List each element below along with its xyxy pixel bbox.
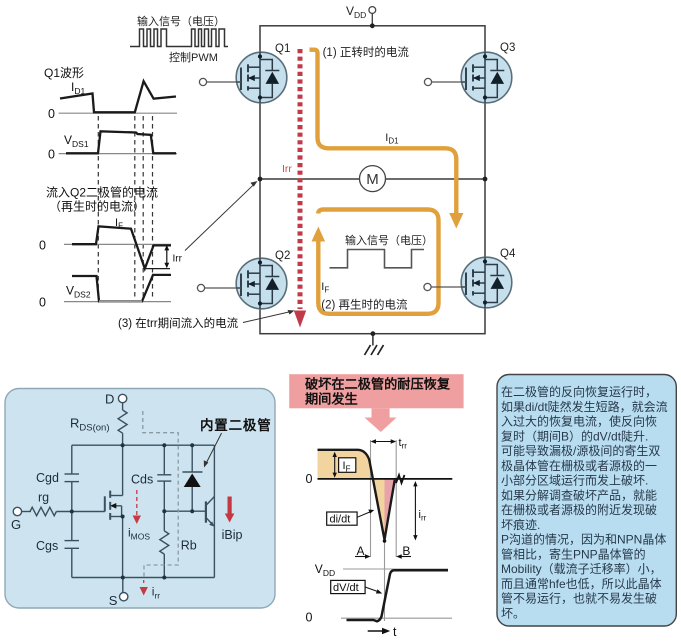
svg-text:Mobility（载流子迁移率）小，: Mobility（载流子迁移率）小，: [501, 561, 662, 576]
svg-text:P沟道的情况，因为和NPN晶体: P沟道的情况，因为和NPN晶体: [501, 532, 666, 547]
svg-text:A: A: [357, 544, 365, 558]
svg-text:期间发生: 期间发生: [305, 391, 358, 407]
svg-text:控制PWM: 控制PWM: [169, 50, 218, 64]
svg-text:VDD: VDD: [315, 562, 335, 578]
svg-text:Cgd: Cgd: [36, 471, 59, 485]
svg-text:破坏在二极管的耐压恢复: 破坏在二极管的耐压恢复: [305, 376, 451, 392]
svg-text:0: 0: [48, 148, 55, 162]
svg-text:IF: IF: [343, 460, 351, 474]
svg-text:(3) 在trr期间流入的电流: (3) 在trr期间流入的电流: [118, 316, 239, 330]
svg-text:irr: irr: [152, 585, 161, 601]
svg-text:VDS1: VDS1: [64, 133, 89, 149]
svg-text:小部分区域运行而发上破坏.: 小部分区域运行而发上破坏.: [501, 473, 648, 488]
svg-text:管不易运行，也就不易发生破: 管不易运行，也就不易发生破: [501, 591, 657, 606]
svg-text:Q4: Q4: [500, 248, 516, 260]
svg-text:Q2: Q2: [275, 250, 290, 262]
svg-text:（再生时的电流）: （再生时的电流）: [49, 199, 145, 214]
svg-text:Cds: Cds: [131, 473, 153, 487]
svg-text:0: 0: [306, 472, 313, 486]
svg-text:可能导致漏极/源极间的寄生双: 可能导致漏极/源极间的寄生双: [501, 443, 660, 458]
svg-text:ID1: ID1: [71, 80, 85, 96]
svg-text:如果di/dt陡然发生短路，就会流: 如果di/dt陡然发生短路，就会流: [501, 399, 668, 414]
svg-text:输入信号（电压）: 输入信号（电压）: [345, 233, 433, 247]
svg-text:极晶体管在栅极或者源极的一: 极晶体管在栅极或者源极的一: [501, 458, 657, 473]
svg-text:Cgs: Cgs: [36, 539, 58, 553]
svg-text:D: D: [105, 392, 114, 407]
svg-text:内置二极管: 内置二极管: [200, 417, 272, 433]
svg-text:VDD: VDD: [346, 4, 366, 20]
svg-text:0: 0: [39, 239, 46, 253]
svg-text:流入Q2二极管的电流: 流入Q2二极管的电流: [46, 185, 158, 200]
svg-text:dV/dt: dV/dt: [333, 582, 359, 594]
svg-text:t: t: [393, 625, 397, 639]
svg-text:Irr: Irr: [282, 163, 292, 175]
svg-text:在栅极或者源极的附近发现破: 在栅极或者源极的附近发现破: [501, 502, 657, 517]
svg-text:如果分解调查破坏产品，就能: 如果分解调查破坏产品，就能: [501, 487, 657, 502]
svg-text:(2) 再生时的电流: (2) 再生时的电流: [321, 298, 408, 312]
svg-text:复时（期间B）的dV/dt陡升.: 复时（期间B）的dV/dt陡升.: [501, 428, 648, 443]
svg-text:G: G: [11, 517, 21, 532]
svg-text:0: 0: [306, 611, 313, 625]
svg-text:B: B: [402, 544, 410, 558]
svg-text:IF: IF: [115, 217, 123, 231]
svg-text:trr: trr: [399, 437, 408, 451]
svg-text:VDS2: VDS2: [66, 284, 91, 300]
svg-text:M: M: [366, 171, 379, 188]
svg-text:坏痕迹.: 坏痕迹.: [501, 517, 540, 532]
svg-text:0: 0: [48, 107, 55, 121]
svg-text:输入信号（电压）: 输入信号（电压）: [137, 14, 225, 28]
svg-text:入过大的恢复电流，使反向恢: 入过大的恢复电流，使反向恢: [501, 414, 657, 429]
svg-text:ID1: ID1: [385, 132, 399, 146]
svg-text:Irr: Irr: [173, 254, 183, 265]
svg-text:iBip: iBip: [222, 528, 243, 542]
svg-text:rg: rg: [38, 491, 49, 505]
svg-text:在二极管的反向恢复运行时，: 在二极管的反向恢复运行时，: [501, 384, 657, 399]
svg-text:S: S: [109, 593, 118, 608]
svg-text:di/dt: di/dt: [330, 514, 351, 526]
svg-text:Q1波形: Q1波形: [44, 66, 84, 80]
svg-text:0: 0: [39, 296, 46, 310]
svg-text:Q3: Q3: [500, 42, 515, 54]
svg-text:irr: irr: [419, 509, 427, 523]
svg-text:坏。: 坏。: [501, 606, 525, 620]
svg-text:管相比，寄生PNP晶体管的: 管相比，寄生PNP晶体管的: [501, 546, 646, 561]
svg-text:(1) 正转时的电流: (1) 正转时的电流: [323, 45, 410, 59]
svg-text:Q1: Q1: [275, 43, 290, 55]
svg-text:Rb: Rb: [181, 539, 197, 553]
svg-text:而且通常hfe也低，所以此晶体: 而且通常hfe也低，所以此晶体: [501, 577, 662, 591]
svg-text:IF: IF: [321, 281, 329, 295]
